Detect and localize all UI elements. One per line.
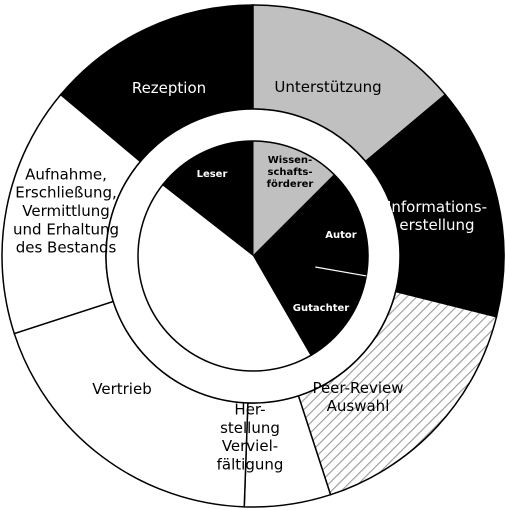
outer-label-unterstuetzung: Unterstützung — [274, 78, 381, 96]
inner-label-line: förderer — [267, 179, 314, 190]
outer-label-line: und Erhaltung — [13, 220, 119, 238]
outer-label-line: fältigung — [217, 455, 284, 473]
outer-label-line: des Bestands — [16, 238, 117, 256]
outer-label-line: Vermittlung — [22, 202, 109, 220]
outer-label-line: Peer-Review — [312, 378, 403, 396]
outer-label-line: stellung — [220, 418, 280, 436]
inner-circle-outline — [137, 140, 369, 372]
outer-label-line: Verviel- — [222, 437, 278, 455]
inner-label-autor: Autor — [325, 230, 357, 241]
outer-label-line: Erschließung, — [15, 183, 117, 201]
inner-label-gutachter: Gutachter — [293, 303, 349, 314]
inner-label-line: Leser — [197, 169, 228, 180]
outer-label-line: erstellung — [399, 216, 474, 234]
outer-label-vertrieb: Vertrieb — [92, 380, 151, 398]
outer-label-line: Her- — [234, 400, 265, 418]
inner-label-wissenschaftsfoerderer: Wissen-schafts-förderer — [267, 155, 314, 190]
outer-label-line: Auswahl — [327, 397, 390, 415]
inner-segment-blank — [138, 185, 311, 371]
outer-label-line: Unterstützung — [274, 78, 381, 96]
outer-label-line: Rezeption — [132, 79, 206, 97]
outer-label-informationserstellung: Informations-erstellung — [387, 197, 487, 233]
outer-label-line: Vertrieb — [92, 380, 151, 398]
inner-label-line: Wissen- — [268, 155, 312, 166]
outer-label-rezeption: Rezeption — [132, 79, 206, 97]
inner-label-line: Autor — [325, 230, 357, 241]
inner-label-line: schafts- — [268, 167, 313, 178]
inner-separator — [315, 266, 367, 277]
inner-label-leser: Leser — [197, 169, 228, 180]
outer-label-line: Aufnahme, — [25, 165, 107, 183]
inner-label-line: Gutachter — [293, 303, 349, 314]
outer-label-line: Informations- — [387, 197, 487, 215]
